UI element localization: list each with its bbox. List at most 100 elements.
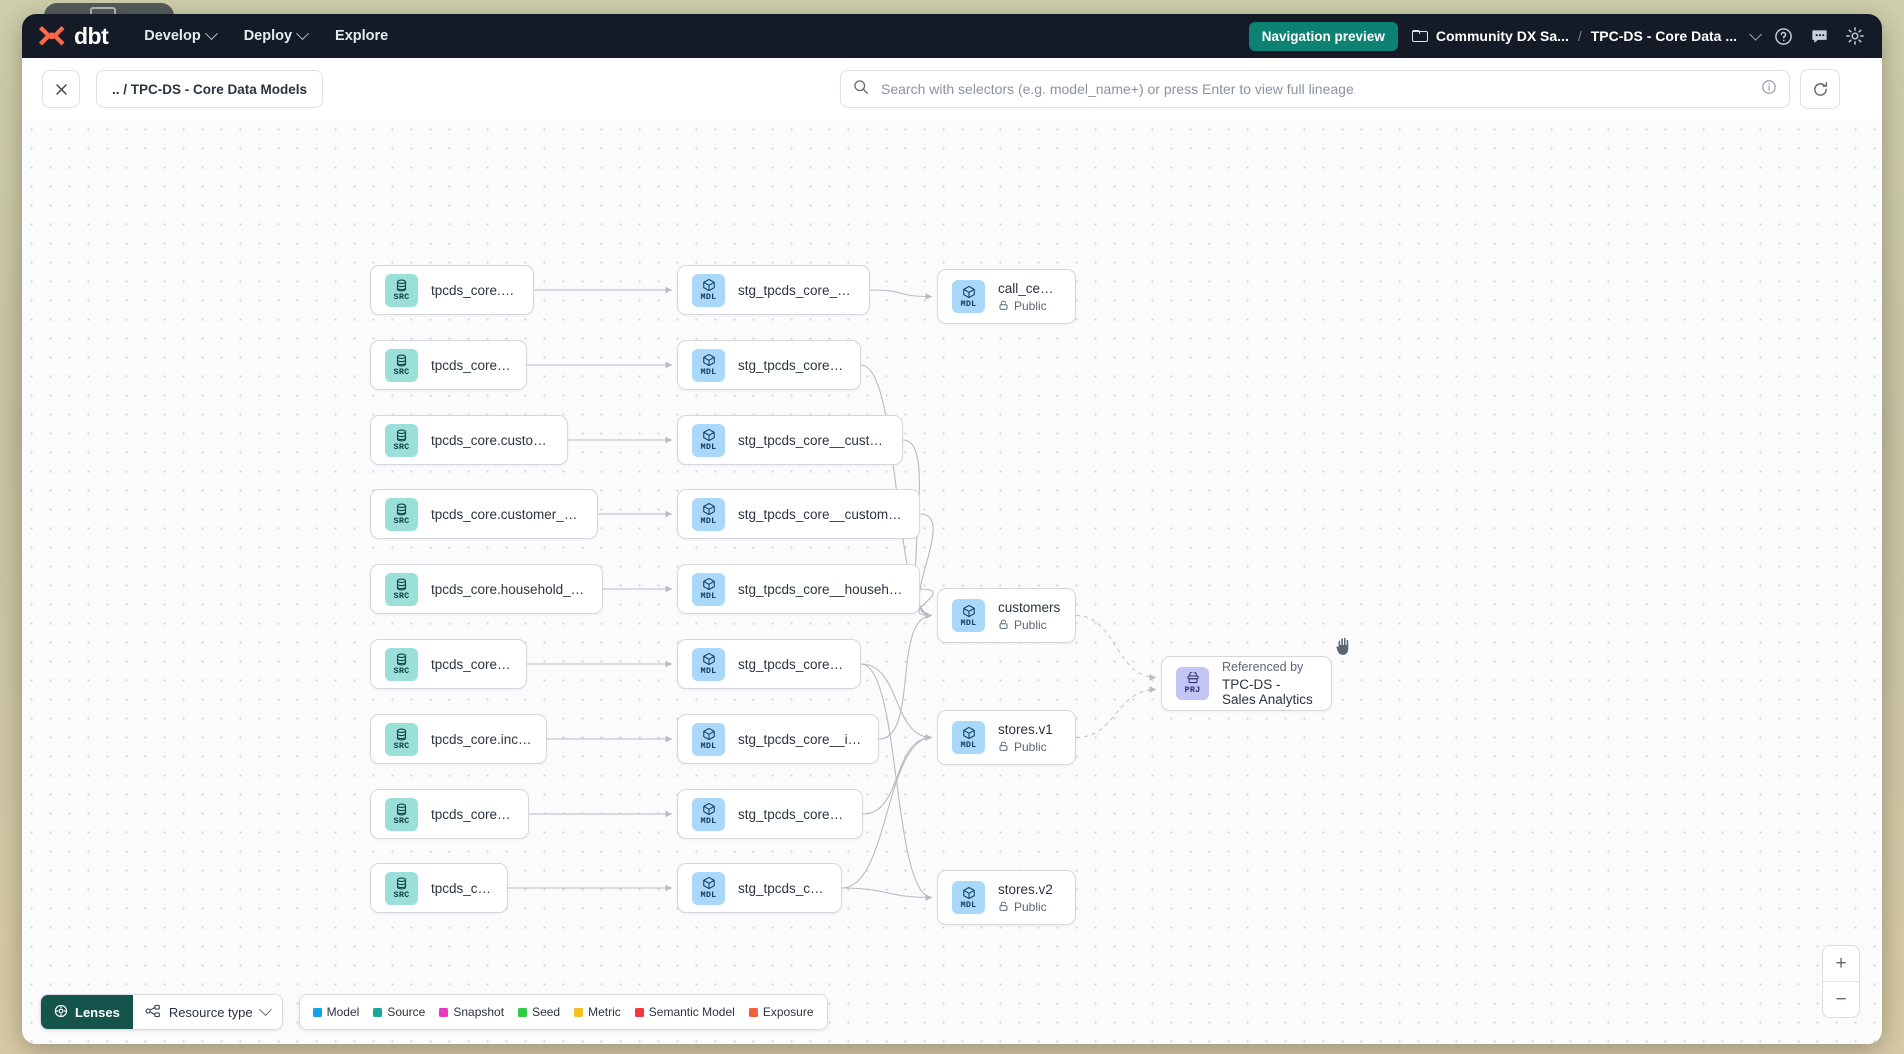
breadcrumb-account[interactable]: Community DX Sa...	[1435, 28, 1569, 44]
node-label: stg_tpcds_core__household_demogr…	[738, 581, 905, 597]
legend-item: Seed	[518, 1005, 560, 1019]
lineage-node-model[interactable]: MDL stg_tpcds_core__inventory	[677, 789, 863, 839]
breadcrumb-project[interactable]: TPC-DS - Core Data ...	[1590, 28, 1737, 44]
gear-icon[interactable]	[1844, 25, 1866, 47]
lineage-node-model[interactable]: MDL stg_tpcds_core__household_demogr…	[677, 564, 920, 614]
close-button[interactable]	[42, 70, 80, 108]
info-circle-icon[interactable]	[1761, 79, 1777, 100]
mdl-badge: MDL	[692, 572, 725, 606]
node-label: tpcds_core.date_dim	[431, 656, 512, 672]
node-access-badge: Public	[998, 740, 1053, 754]
legend-item: Exposure	[748, 1005, 814, 1019]
chevron-down-icon	[204, 26, 218, 40]
legend-item: Model	[312, 1005, 360, 1019]
legend-swatch	[373, 1007, 383, 1017]
lineage-toolbar: .. / TPC-DS - Core Data Models	[22, 58, 1882, 120]
src-badge: SRC	[385, 797, 418, 831]
lineage-canvas[interactable]: SRCtpcds_core.call_centerSRCtpcds_core.c…	[22, 120, 1882, 1044]
src-badge: SRC	[385, 722, 418, 756]
mdl-badge: MDL	[692, 722, 725, 756]
search-area	[840, 69, 1840, 109]
lineage-node-model[interactable]: MDLstg_tpcds_core__customer_demogra…	[677, 489, 920, 539]
src-badge: SRC	[385, 273, 418, 307]
search-box[interactable]	[840, 70, 1790, 108]
legend-label: Source	[387, 1005, 426, 1019]
src-badge: SRC	[385, 572, 418, 606]
legend-swatch	[439, 1007, 449, 1017]
chat-bubble-icon[interactable]	[1808, 25, 1830, 47]
navigation-preview-button[interactable]: Navigation preview	[1248, 21, 1398, 51]
node-access-badge: Public	[998, 299, 1061, 313]
node-access-badge: Public	[998, 900, 1053, 914]
src-badge: SRC	[385, 348, 418, 382]
prj-badge: PRJ	[1176, 667, 1209, 700]
lenses-button[interactable]: Lenses	[41, 995, 133, 1029]
search-icon	[853, 79, 869, 100]
nav-item-deploy-label: Deploy	[243, 28, 293, 44]
legend-label: Snapshot	[453, 1005, 505, 1019]
refresh-button[interactable]	[1800, 69, 1840, 109]
nav-item-explore[interactable]: Explore	[335, 28, 388, 44]
mdl-badge: MDL	[692, 647, 725, 681]
node-label: stg_tpcds_core__call_center	[738, 282, 855, 298]
legend-item: Source	[373, 1005, 425, 1019]
mdl-badge: MDL	[692, 797, 725, 831]
bottom-toolbar: Lenses Resource type	[22, 980, 1882, 1044]
src-badge: SRC	[385, 871, 418, 905]
mdl-badge: MDL	[692, 423, 725, 457]
mdl-badge: MDL	[692, 497, 725, 531]
legend-label: Seed	[532, 1005, 561, 1019]
legend-swatch	[748, 1007, 758, 1017]
node-label: stores.v2	[998, 881, 1053, 897]
zoom-out-button[interactable]: −	[1835, 988, 1847, 1010]
chevron-down-icon[interactable]	[1749, 27, 1762, 41]
node-label: stg_tpcds_core__inventory	[738, 806, 848, 822]
lineage-node-source[interactable]: SRC tpcds_core.store	[370, 863, 508, 913]
legend-item: Snapshot	[439, 1005, 504, 1019]
breadcrumb: Community DX Sa... / TPC-DS - Core Data …	[1411, 27, 1762, 44]
mdl-badge: MDL	[692, 871, 725, 905]
legend-label: Model	[326, 1005, 360, 1019]
legend-swatch	[634, 1007, 644, 1017]
node-label: tpcds_core.customer_demographics	[431, 506, 583, 522]
dbt-logo-icon	[38, 23, 66, 49]
chevron-down-icon	[258, 1002, 272, 1016]
resource-type-dropdown[interactable]: Resource type	[132, 995, 282, 1029]
nav-item-develop-label: Develop	[144, 28, 201, 44]
legend-swatch	[574, 1007, 584, 1017]
nav-item-explore-label: Explore	[335, 28, 389, 44]
dbt-brand[interactable]: dbt	[38, 23, 109, 50]
legend-label: Exposure	[762, 1005, 814, 1019]
node-label: tpcds_core.store	[431, 880, 493, 896]
question-circle-icon[interactable]	[1772, 25, 1794, 47]
src-badge: SRC	[385, 423, 418, 457]
search-input[interactable]	[879, 80, 1751, 98]
nav-item-develop[interactable]: Develop	[144, 26, 218, 44]
zoom-in-button[interactable]: +	[1823, 946, 1859, 982]
chevron-down-icon	[296, 26, 309, 40]
legend-label: Metric	[588, 1005, 621, 1019]
nav-item-deploy[interactable]: Deploy	[243, 26, 309, 44]
lineage-breadcrumb-pill[interactable]: .. / TPC-DS - Core Data Models	[96, 70, 324, 108]
legend-swatch	[312, 1007, 322, 1017]
